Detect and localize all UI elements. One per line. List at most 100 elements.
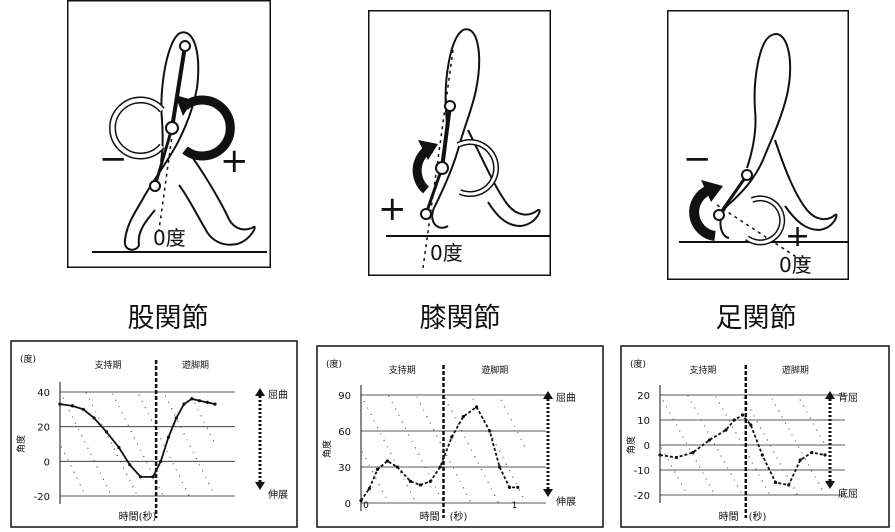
noise-dot — [758, 474, 760, 476]
y-tick-label: 90 — [338, 391, 351, 402]
noise-dot — [728, 420, 730, 422]
noise-dot — [198, 464, 201, 466]
noise-dot — [126, 473, 128, 475]
flexion-arrow-icon — [689, 185, 716, 241]
angle-series-line — [659, 413, 826, 487]
noise-dot — [169, 456, 171, 459]
noise-dot — [135, 492, 137, 494]
noise-dot — [708, 484, 711, 486]
noise-dot — [115, 399, 117, 401]
noise-dot — [494, 494, 496, 496]
noise-dot — [408, 434, 410, 436]
noise-dot — [76, 477, 78, 479]
noise-dot — [522, 495, 524, 498]
x-axis-label: 時間(秒) — [119, 510, 157, 523]
unit-label: (度) — [326, 358, 342, 370]
noise-dot — [386, 446, 388, 448]
noise-dot — [118, 406, 120, 408]
noise-dot — [788, 428, 790, 430]
noise-dot — [367, 407, 369, 409]
noise-dot — [99, 472, 101, 474]
noise-dot — [722, 408, 724, 410]
noise-dot — [205, 476, 207, 478]
noise-dot — [140, 449, 142, 451]
noise-dot — [437, 492, 440, 494]
noise-dot — [497, 501, 499, 503]
y-tick-label: 20 — [637, 391, 650, 402]
noise-dot — [712, 490, 714, 492]
noise-dot — [697, 413, 699, 415]
noise-dot — [807, 464, 810, 466]
noise-dot — [484, 475, 486, 477]
noise-dot — [406, 485, 408, 487]
y-tick-label: 40 — [37, 388, 50, 399]
noise-dot — [62, 397, 64, 399]
noise-dot — [471, 449, 473, 451]
y-axis-label: 角度 — [625, 436, 637, 454]
noise-dot — [662, 400, 664, 402]
noise-dot — [85, 392, 87, 394]
data-point — [787, 483, 791, 487]
data-point — [375, 467, 380, 471]
noise-dot — [385, 497, 387, 499]
noise-dot — [147, 413, 149, 415]
noise-dot — [107, 436, 109, 438]
thigh-outline — [746, 34, 773, 169]
plus-sign: + — [785, 219, 810, 254]
noise-dot — [672, 418, 674, 420]
noise-dot — [816, 429, 818, 431]
noise-dot — [163, 444, 165, 446]
data-point — [128, 463, 132, 467]
noise-dot — [146, 462, 148, 464]
noise-dot — [200, 415, 202, 417]
noise-dot — [409, 491, 412, 493]
noise-dot — [822, 441, 824, 443]
data-point — [732, 418, 736, 422]
noise-dot — [401, 421, 403, 423]
noise-dot — [178, 475, 180, 477]
noise-dot — [517, 432, 519, 434]
noise-dot — [136, 443, 139, 445]
data-point — [205, 400, 209, 404]
noise-dot — [819, 435, 821, 437]
minus-sign: − — [99, 139, 128, 179]
noise-dot — [439, 441, 441, 444]
noise-dot — [667, 459, 669, 461]
data-point — [174, 416, 178, 420]
noise-dot — [766, 439, 768, 441]
range-arrow-up-head — [543, 391, 553, 399]
flexion-arrow-icon — [182, 95, 235, 161]
noise-dot — [763, 433, 765, 435]
zero-degree-label: 0度 — [779, 253, 812, 277]
noise-dot — [502, 457, 504, 459]
noise-dot — [748, 456, 750, 458]
noise-dot — [188, 494, 190, 496]
noise-dot — [158, 487, 160, 489]
noise-dot — [499, 450, 501, 452]
data-point — [516, 485, 520, 489]
noise-dot — [732, 426, 734, 428]
back-leg-outline — [774, 139, 838, 232]
noise-dot — [71, 416, 73, 418]
noise-dot — [414, 447, 417, 449]
extension-label: 伸展 — [556, 496, 576, 508]
noise-dot — [793, 487, 795, 489]
data-point — [474, 405, 479, 409]
noise-dot — [723, 461, 725, 463]
noise-dot — [138, 394, 140, 396]
range-arrow-down-head — [255, 482, 265, 490]
noise-dot — [740, 491, 742, 493]
noise-dot — [105, 485, 108, 487]
noise-dot — [113, 448, 115, 450]
noise-dot — [180, 426, 182, 428]
noise-dot — [452, 467, 454, 469]
noise-dot — [773, 451, 775, 453]
y-tick-label: -20 — [634, 491, 650, 502]
data-point — [760, 453, 764, 457]
zero-degree-label: 0度 — [153, 226, 186, 250]
noise-dot — [419, 403, 421, 405]
hip-joint-label: 股関節 — [127, 303, 209, 334]
y-axis-label: 角度 — [321, 440, 333, 458]
data-point — [395, 465, 399, 469]
data-point — [58, 402, 62, 406]
